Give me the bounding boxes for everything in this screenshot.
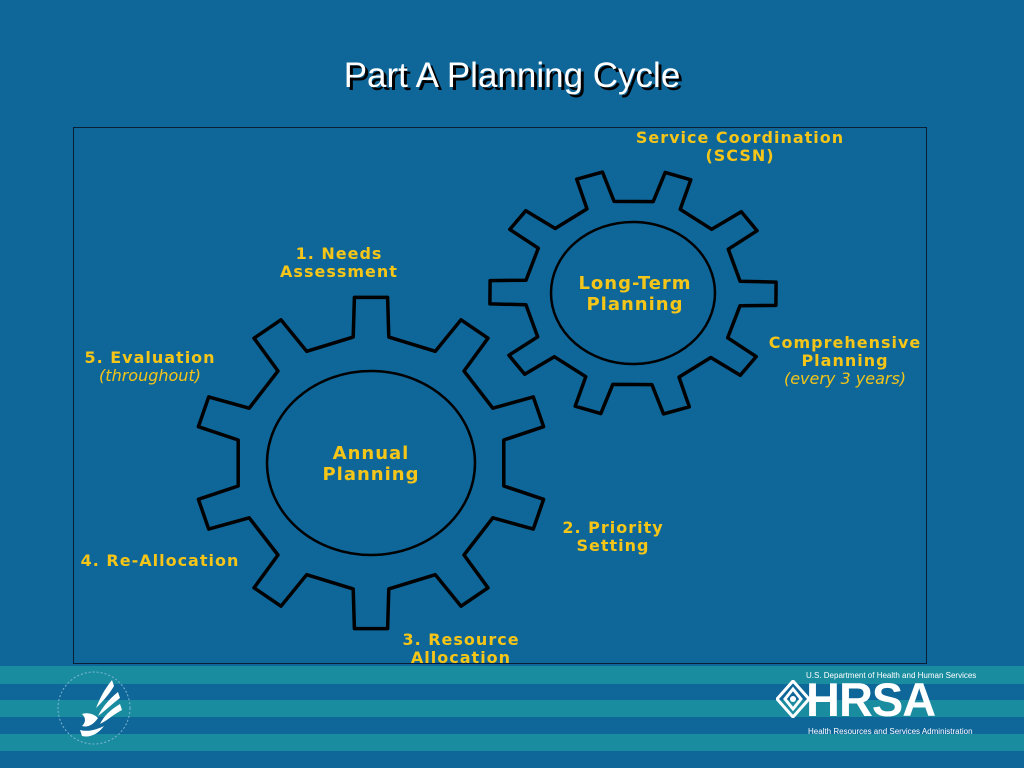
- hhs-department-text: U.S. Department of Health and Human Serv…: [806, 671, 977, 680]
- footer-stripes: [0, 666, 1024, 768]
- hrsa-wordmark: HRSA: [806, 673, 936, 726]
- hrsa-diamond-logo-icon: [776, 680, 810, 718]
- long-term-planning-gear: [488, 170, 778, 416]
- reallocation-label: 4. Re-Allocation: [80, 551, 240, 570]
- slide-title: Part A Planning Cycle: [343, 56, 681, 95]
- hhs-eagle-logo-icon: [57, 671, 131, 745]
- hrsa-logo: U.S. Department of Health and Human Serv…: [776, 671, 976, 737]
- hrsa-full-name: Health Resources and Services Administra…: [808, 727, 973, 736]
- annual-planning-hub: [265, 369, 477, 557]
- long-term-planning-hub: [549, 220, 717, 366]
- annual-planning-gear: [196, 295, 546, 631]
- evaluation-label: 5. Evaluation(throughout): [84, 348, 216, 385]
- service-coordination-label: Service Coordination(SCSN): [635, 128, 845, 165]
- diagram-frame: [73, 127, 927, 664]
